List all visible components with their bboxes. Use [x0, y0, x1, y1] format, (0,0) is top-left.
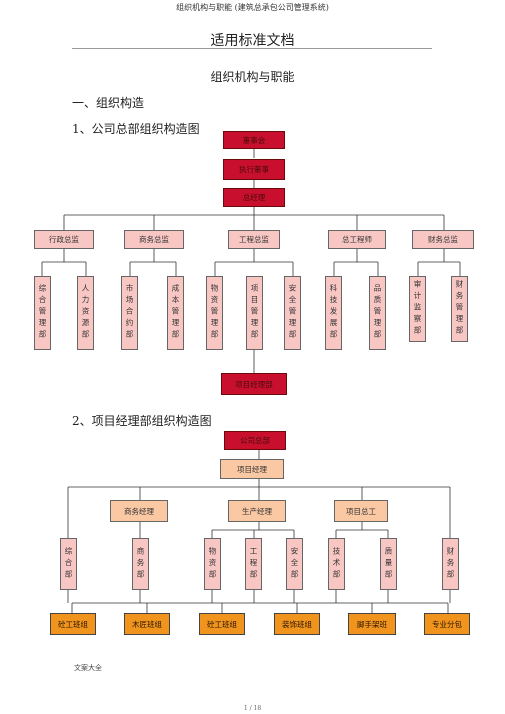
heading-organization: 一、组织构造	[72, 96, 145, 110]
project-manager-box: 项目经理	[220, 459, 284, 479]
team-box-5: 脚手架班	[348, 613, 396, 635]
company-hq-box: 公司总部	[224, 431, 286, 450]
dept-project: 项目管理部	[246, 276, 263, 350]
pm-dept-general: 综合部	[60, 538, 77, 590]
project-dept-box: 项目经理部	[221, 373, 287, 395]
general-manager-box: 总经理	[223, 188, 285, 207]
chief-engineer-box: 总工程师	[328, 230, 386, 249]
page-header: 组织机构与职能 (建筑总承包公司管理系统)	[176, 3, 329, 12]
team-box-6: 专业分包	[424, 613, 470, 635]
team-box-2: 木匠班组	[124, 613, 170, 635]
production-manager-box: 生产经理	[228, 500, 286, 522]
pm-dept-quality: 质量部	[380, 538, 397, 590]
pm-dept-technology: 技术部	[328, 538, 345, 590]
dept-general-admin: 综合管理部	[34, 276, 51, 350]
commerce-manager-box: 商务经理	[110, 500, 168, 522]
pm-dept-engineering: 工程部	[245, 538, 262, 590]
director-engineering-box: 工程总监	[228, 230, 280, 249]
heading-hq-chart: 1、公司总部组织构造图	[72, 122, 200, 136]
director-commerce-box: 商务总监	[124, 230, 184, 249]
pm-dept-commerce: 商务部	[132, 538, 149, 590]
dept-technology: 科技发展部	[325, 276, 342, 350]
footer-note: 文案大全	[74, 664, 102, 672]
dept-materials: 物资管理部	[206, 276, 223, 350]
pm-dept-materials: 物资部	[204, 538, 221, 590]
dept-hr: 人力资源部	[77, 276, 94, 350]
title-divider	[72, 48, 432, 49]
section-subtitle: 组织机构与职能	[210, 70, 295, 84]
dept-finance: 财务管理部	[451, 276, 468, 342]
heading-project-chart: 2、项目经理部组织构造图	[72, 414, 212, 428]
director-admin-box: 行政总监	[34, 230, 94, 249]
page-number: 1 / 18	[243, 705, 262, 712]
project-chief-engineer-box: 项目总工	[334, 500, 388, 522]
dept-audit: 审计监察部	[409, 276, 426, 342]
dept-cost: 成本管理部	[167, 276, 184, 350]
document-title: 适用标准文档	[210, 33, 295, 49]
pm-dept-safety: 安全部	[286, 538, 303, 590]
team-box-3: 砼工班组	[199, 613, 245, 635]
director-finance-box: 财务总监	[412, 230, 474, 249]
team-box-4: 装饰班组	[274, 613, 320, 635]
dept-market-contract: 市场合约部	[121, 276, 138, 350]
dept-quality: 品质管理部	[369, 276, 386, 350]
board-of-directors-box: 董事会	[223, 131, 285, 149]
dept-safety: 安全管理部	[284, 276, 301, 350]
team-box-1: 砼工班组	[50, 613, 96, 635]
executive-director-box: 执行董事	[223, 159, 285, 180]
pm-dept-finance: 财务部	[442, 538, 459, 590]
